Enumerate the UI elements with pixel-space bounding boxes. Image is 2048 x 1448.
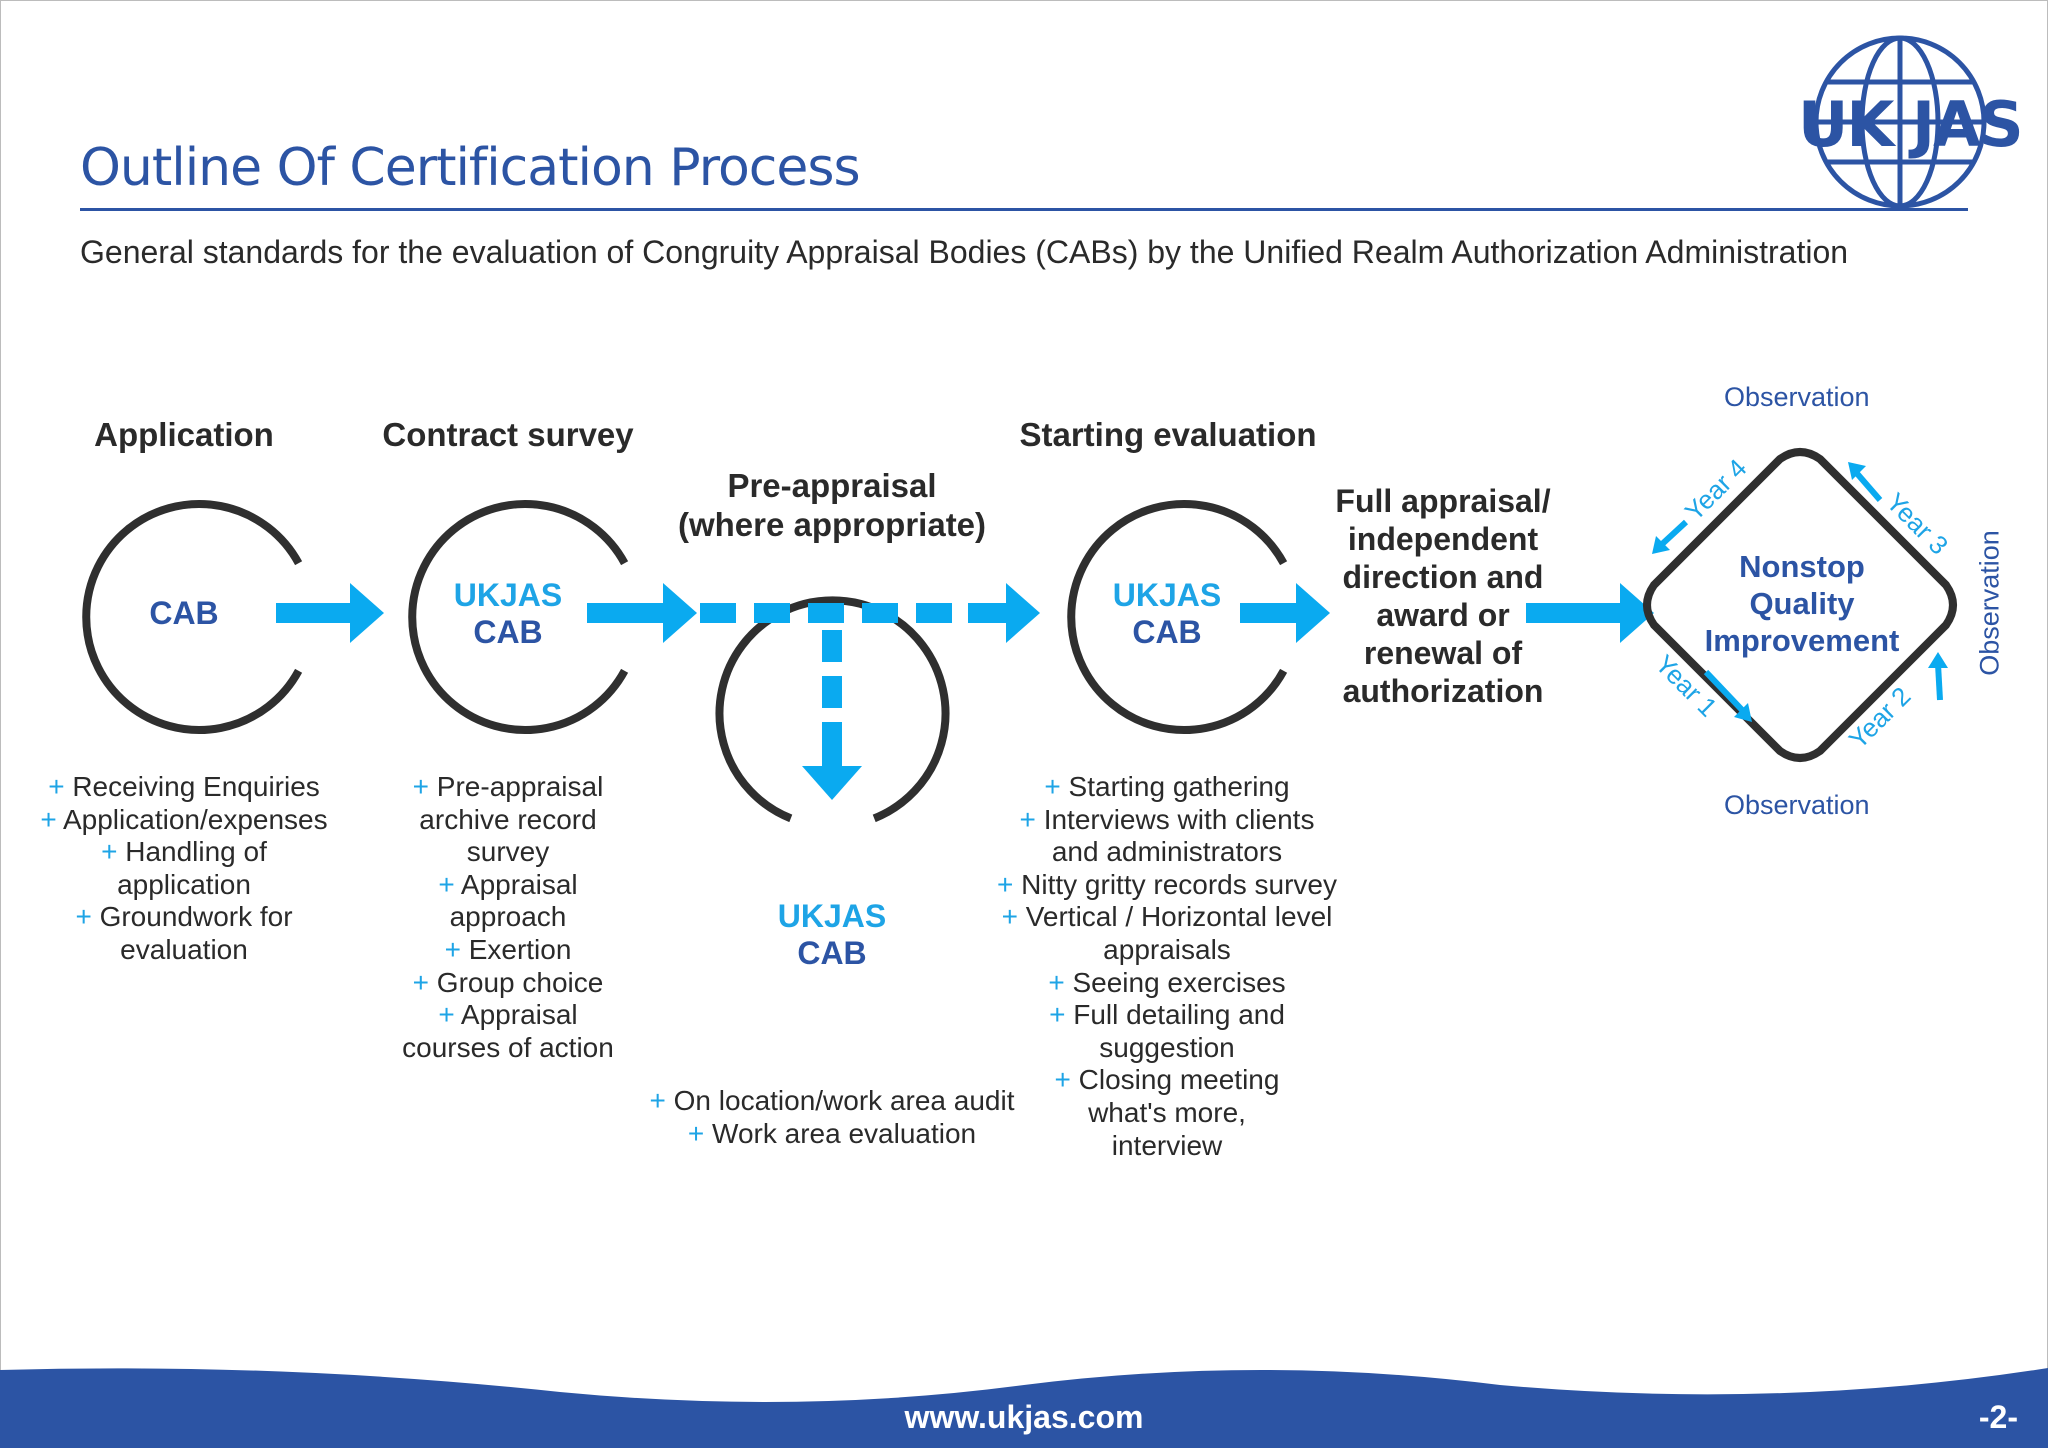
page-number: -2- <box>1978 1399 2018 1435</box>
list-item: + Handling of application <box>101 836 267 900</box>
ring-pre-appraisal <box>715 596 950 823</box>
list-item: + Groundwork for evaluation <box>75 901 293 965</box>
arrow-application-to-contract <box>276 583 384 643</box>
node-pre-appraisal-label: UKJAS CAB <box>777 898 887 971</box>
node-starting-label: UKJAS CAB <box>1112 577 1222 650</box>
ring-starting <box>1067 500 1288 734</box>
list-item: + Appraisal approach <box>438 868 578 933</box>
footer-url-link[interactable]: www.ukjas.com <box>904 1399 1144 1435</box>
list-item: + Appraisal courses of action <box>402 999 614 1063</box>
arrow-contract-to-pre <box>587 583 697 643</box>
list-item: + Exertion <box>444 933 572 965</box>
bullets-starting: + Starting gathering + Interviews with c… <box>977 771 1357 1162</box>
cycle-diamond <box>1643 448 1957 762</box>
arrow-full-to-cycle <box>1526 583 1654 643</box>
stage-title-starting: Starting evaluation <box>1019 416 1317 453</box>
ring-contract <box>408 500 629 734</box>
page-title: Outline Of Certification Process <box>80 138 861 198</box>
observation-top: Observation <box>1724 382 1870 412</box>
bullets-application: + Receiving Enquiries + Application/expe… <box>19 771 349 967</box>
footer-wave <box>0 1368 2048 1448</box>
arrow-starting-to-full <box>1240 583 1330 643</box>
list-item: + Interviews with clients and administra… <box>1019 803 1315 868</box>
list-item: + Group choice <box>412 966 604 998</box>
observation-bottom: Observation <box>1724 790 1870 820</box>
list-item: + Application/expenses <box>40 803 328 835</box>
list-item: + Starting gathering <box>1044 771 1290 802</box>
list-item: + Work area evaluation <box>687 1117 977 1149</box>
node-contract-label: UKJAS CAB <box>453 577 563 650</box>
stage-title-pre-appraisal: Pre-appraisal (where appropriate) <box>677 467 987 543</box>
dashed-down-arrow <box>802 630 862 800</box>
full-appraisal-text: Full appraisal/ independent direction an… <box>1335 483 1551 709</box>
list-item: + Full detailing and suggestion <box>1049 999 1285 1063</box>
cycle-arrows <box>1652 462 1948 722</box>
stage-title-application: Application <box>94 416 274 453</box>
title-underline <box>80 208 1968 211</box>
list-item: + On location/work area audit <box>649 1085 1015 1116</box>
dashed-connector <box>700 583 1040 643</box>
list-item: + Vertical / Horizontal level appraisals <box>1001 901 1333 965</box>
list-item: + Pre-appraisal archive record survey <box>412 771 604 868</box>
list-item: + Seeing exercises <box>1048 966 1286 998</box>
list-item: + Closing meeting what's more, interview <box>1054 1064 1280 1161</box>
node-application-label: CAB <box>149 595 219 631</box>
observation-right: Observation <box>1974 530 2005 676</box>
list-item: + Nitty gritty records survey <box>997 868 1337 900</box>
bullets-contract: + Pre-appraisal archive record survey + … <box>388 771 628 1064</box>
list-item: + Receiving Enquiries <box>48 771 320 802</box>
ring-application <box>82 500 303 734</box>
bullets-pre-appraisal: + On location/work area audit + Work are… <box>622 1085 1042 1150</box>
cycle-center-label: Nonstop Quality Improvement <box>1704 549 1900 658</box>
page-subtitle: General standards for the evaluation of … <box>80 234 1849 270</box>
stage-title-contract: Contract survey <box>382 416 634 453</box>
logo-text: UK JAS <box>1798 88 2024 161</box>
